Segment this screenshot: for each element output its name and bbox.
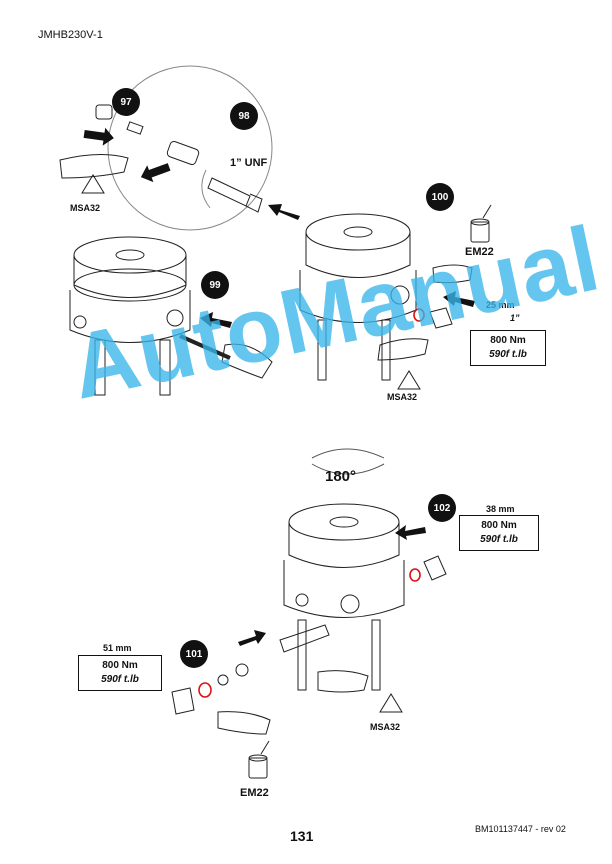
thread-label-98: 1” UNF	[230, 157, 268, 169]
wrench-size-102: 38 mm	[486, 504, 515, 514]
torque-ft-100: 590f t.lb	[489, 349, 527, 360]
step-badge-100: 100	[426, 183, 454, 211]
revision-code: BM101137447 - rev 02	[475, 824, 566, 834]
grease-label-100: EM22	[465, 246, 494, 258]
page-number: 131	[290, 828, 314, 844]
document-code: JMHB230V-1	[38, 29, 103, 41]
torque-box-100: 800 Nm 590f t.lb	[470, 330, 546, 366]
wrench-size-100: 25 mm	[486, 300, 515, 310]
step-badge-98: 98	[230, 102, 258, 130]
step-badge-101: 101	[180, 640, 208, 668]
sealant-label-101: MSA32	[370, 722, 401, 732]
torque-ft-101: 590f t.lb	[101, 674, 139, 685]
wrench-size-101: 51 mm	[103, 643, 132, 653]
rotation-label: 180°	[325, 468, 357, 485]
sealant-label-100: MSA32	[387, 392, 418, 402]
grease-label-101: EM22	[240, 787, 269, 799]
sealant-label-97: MSA32	[70, 203, 101, 213]
torque-nm-102: 800 Nm	[481, 520, 517, 531]
torque-nm-100: 800 Nm	[490, 335, 526, 346]
step-badge-99: 99	[201, 271, 229, 299]
step-badge-102: 102	[428, 494, 456, 522]
torque-nm-101: 800 Nm	[102, 660, 138, 671]
torque-ft-102: 590f t.lb	[480, 534, 518, 545]
step-badge-97: 97	[112, 88, 140, 116]
torque-box-102: 800 Nm 590f t.lb	[459, 515, 539, 551]
thread-label-100: 1”	[510, 313, 520, 323]
torque-box-101: 800 Nm 590f t.lb	[78, 655, 162, 691]
